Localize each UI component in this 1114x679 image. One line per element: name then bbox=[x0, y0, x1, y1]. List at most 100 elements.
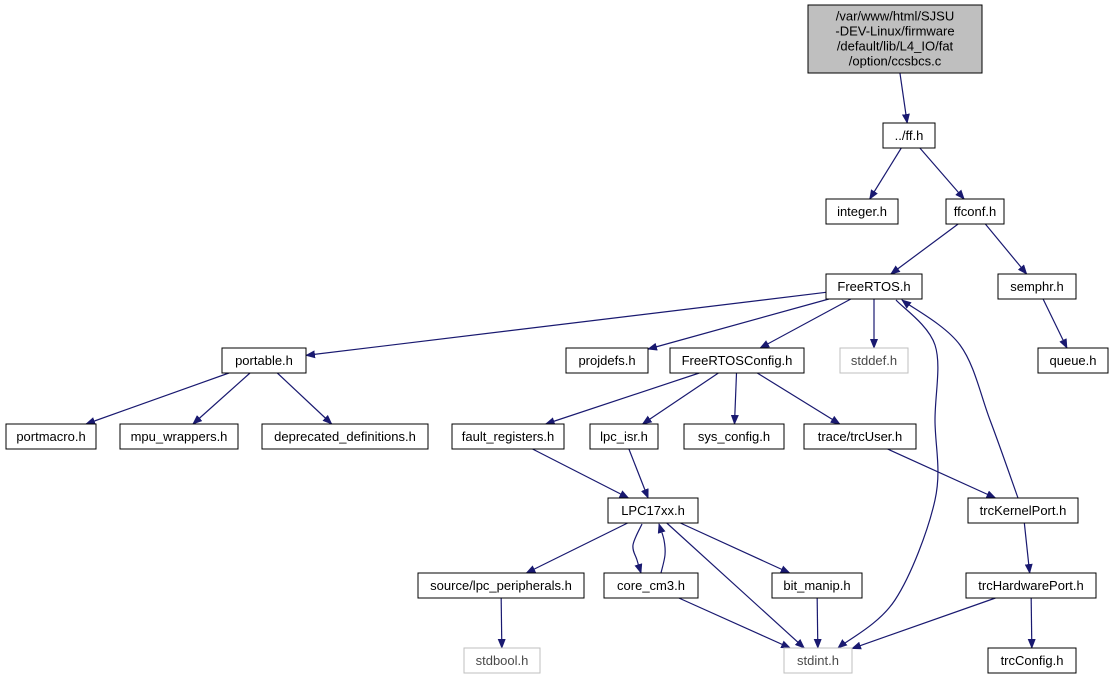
edge-lpc17xx-to-bitmanip bbox=[680, 522, 791, 574]
node-lpc17xx-box bbox=[607, 497, 699, 524]
node-root-box bbox=[807, 4, 983, 74]
node-stdint-label: stdint.h bbox=[797, 653, 839, 668]
node-stdint-box bbox=[783, 647, 853, 674]
node-srcperiph[interactable]: source/lpc_peripherals.h bbox=[417, 572, 585, 599]
node-trckernel-label: trcKernelPort.h bbox=[980, 503, 1067, 518]
node-srcperiph-label: source/lpc_peripherals.h bbox=[430, 578, 572, 593]
node-freertos-box bbox=[825, 273, 923, 300]
node-stddef-box bbox=[839, 347, 909, 374]
edge-freertos-to-projdefs bbox=[647, 298, 830, 351]
edge-ff-to-ffconf bbox=[919, 147, 965, 200]
node-corecm3[interactable]: core_cm3.h bbox=[603, 572, 699, 599]
node-lpc17xx[interactable]: LPC17xx.h bbox=[607, 497, 699, 524]
node-stddef-label: stddef.h bbox=[851, 353, 897, 368]
node-freertosconfig-box bbox=[669, 347, 805, 374]
node-stdbool-box bbox=[463, 647, 541, 674]
edge-lpc17xx-to-corecm3 bbox=[632, 523, 643, 574]
edge-freertos-to-freertosconfig bbox=[759, 298, 852, 349]
node-stdbool-label: stdbool.h bbox=[476, 653, 529, 668]
node-ff[interactable]: ../ff.h bbox=[882, 122, 936, 149]
edge-lpc17xx-to-stdint bbox=[666, 522, 805, 649]
node-sysconfig[interactable]: sys_config.h bbox=[683, 423, 785, 450]
node-deprecated[interactable]: deprecated_definitions.h bbox=[261, 423, 429, 450]
edge-corecm3-to-stdint bbox=[678, 597, 792, 649]
edge-freertos-to-portable bbox=[305, 291, 827, 359]
root-file-label-line: /var/www/html/SJSU bbox=[836, 9, 954, 24]
edge-ffconf-to-semphr bbox=[984, 223, 1028, 275]
node-trcuser[interactable]: trace/trcUser.h bbox=[803, 423, 917, 450]
root-file-label-line: -DEV-Linux/firmware bbox=[835, 24, 954, 39]
node-freertos-label: FreeRTOS.h bbox=[837, 279, 910, 294]
nodes-layer: /var/www/html/SJSU-DEV-Linux/firmware/de… bbox=[5, 4, 1109, 674]
edge-freertos-to-stdint bbox=[837, 299, 939, 649]
edge-portable-to-mpu bbox=[192, 372, 251, 425]
node-sysconfig-label: sys_config.h bbox=[698, 429, 770, 444]
edge-trckernel-to-trchw bbox=[1023, 522, 1033, 574]
node-portmacro-box bbox=[5, 423, 97, 450]
edge-trchw-to-trcconfig bbox=[1027, 597, 1036, 649]
node-stddef: stddef.h bbox=[839, 347, 909, 374]
node-ffconf-box bbox=[945, 198, 1005, 225]
node-queue-label: queue.h bbox=[1050, 353, 1097, 368]
node-corecm3-label: core_cm3.h bbox=[617, 578, 685, 593]
edge-root-to-ff bbox=[899, 72, 910, 124]
node-integer[interactable]: integer.h bbox=[825, 198, 899, 225]
node-trchw-label: trcHardwarePort.h bbox=[978, 578, 1083, 593]
node-freertos[interactable]: FreeRTOS.h bbox=[825, 273, 923, 300]
node-portmacro[interactable]: portmacro.h bbox=[5, 423, 97, 450]
node-ff-box bbox=[882, 122, 936, 149]
node-deprecated-box bbox=[261, 423, 429, 450]
node-integer-box bbox=[825, 198, 899, 225]
edge-ffconf-to-freertos bbox=[890, 223, 959, 275]
node-trckernel[interactable]: trcKernelPort.h bbox=[967, 497, 1079, 524]
node-bitmanip-box bbox=[771, 572, 863, 599]
node-lpcisr-box bbox=[589, 423, 659, 450]
node-queue[interactable]: queue.h bbox=[1037, 347, 1109, 374]
node-trchw-box bbox=[965, 572, 1097, 599]
node-mpu-label: mpu_wrappers.h bbox=[131, 429, 228, 444]
node-root[interactable]: /var/www/html/SJSU-DEV-Linux/firmware/de… bbox=[807, 4, 983, 74]
node-trcconfig-label: trcConfig.h bbox=[1001, 653, 1064, 668]
node-stdint: stdint.h bbox=[783, 647, 853, 674]
node-fault-label: fault_registers.h bbox=[462, 429, 555, 444]
node-portable-label: portable.h bbox=[235, 353, 293, 368]
node-stdbool: stdbool.h bbox=[463, 647, 541, 674]
edge-ff-to-integer bbox=[869, 147, 902, 200]
edge-srcperiph-to-stdbool bbox=[497, 597, 506, 649]
node-ffconf[interactable]: ffconf.h bbox=[945, 198, 1005, 225]
node-trcconfig-box bbox=[987, 647, 1077, 674]
node-trchw[interactable]: trcHardwarePort.h bbox=[965, 572, 1097, 599]
node-sysconfig-box bbox=[683, 423, 785, 450]
node-semphr[interactable]: semphr.h bbox=[997, 273, 1077, 300]
node-bitmanip[interactable]: bit_manip.h bbox=[771, 572, 863, 599]
node-freertosconfig[interactable]: FreeRTOSConfig.h bbox=[669, 347, 805, 374]
node-projdefs[interactable]: projdefs.h bbox=[565, 347, 649, 374]
edge-lpc17xx-to-srcperiph bbox=[525, 522, 628, 574]
edge-trchw-to-stdint bbox=[851, 597, 996, 650]
root-file-label-line: /default/lib/L4_IO/fat bbox=[837, 39, 954, 54]
node-fault-box bbox=[451, 423, 565, 450]
node-queue-box bbox=[1037, 347, 1109, 374]
node-semphr-box bbox=[997, 273, 1077, 300]
node-fault[interactable]: fault_registers.h bbox=[451, 423, 565, 450]
node-ffconf-label: ffconf.h bbox=[954, 204, 996, 219]
edge-trcuser-to-trckernel bbox=[887, 448, 997, 499]
edge-portable-to-deprecated bbox=[276, 372, 333, 425]
node-bitmanip-label: bit_manip.h bbox=[783, 578, 850, 593]
edge-semphr-to-queue bbox=[1042, 298, 1068, 349]
node-mpu[interactable]: mpu_wrappers.h bbox=[119, 423, 239, 450]
node-trcuser-box bbox=[803, 423, 917, 450]
edge-freertosconfig-to-sysconfig bbox=[730, 372, 739, 425]
edge-corecm3-to-lpc17xx bbox=[657, 523, 666, 574]
node-semphr-label: semphr.h bbox=[1010, 279, 1063, 294]
node-lpcisr[interactable]: lpc_isr.h bbox=[589, 423, 659, 450]
node-mpu-box bbox=[119, 423, 239, 450]
node-portable-box bbox=[221, 347, 307, 374]
node-projdefs-label: projdefs.h bbox=[578, 353, 635, 368]
node-portable[interactable]: portable.h bbox=[221, 347, 307, 374]
node-lpc17xx-label: LPC17xx.h bbox=[621, 503, 685, 518]
node-trcconfig[interactable]: trcConfig.h bbox=[987, 647, 1077, 674]
node-trckernel-box bbox=[967, 497, 1079, 524]
node-deprecated-label: deprecated_definitions.h bbox=[274, 429, 416, 444]
node-projdefs-box bbox=[565, 347, 649, 374]
